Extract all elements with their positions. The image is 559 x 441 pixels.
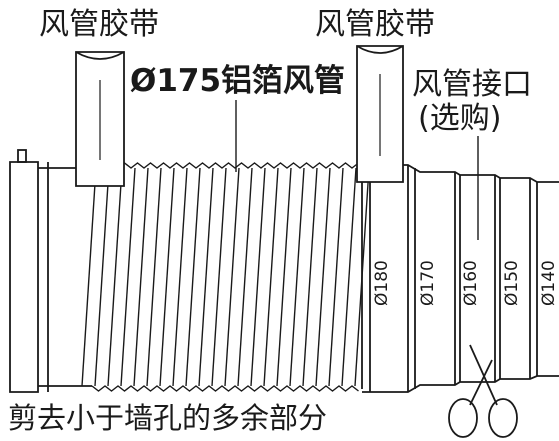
duct-rib	[146, 167, 162, 387]
duct-title: Ø175铝箔风管	[130, 63, 346, 99]
diameter-label-170: Ø170	[418, 260, 438, 306]
duct-bottom-edge	[91, 385, 359, 392]
duct-rib	[107, 167, 123, 387]
duct-top-edge	[91, 162, 359, 169]
duct-rib	[224, 167, 240, 387]
duct-rib	[237, 167, 253, 387]
duct-adapter	[362, 164, 559, 393]
duct-rib	[81, 167, 97, 387]
duct-rib	[263, 167, 279, 387]
duct-rib	[276, 167, 292, 387]
diameter-label-150: Ø150	[502, 260, 522, 306]
duct-rib	[94, 167, 110, 387]
diameter-label-160: Ø160	[461, 260, 481, 306]
duct-rib	[315, 167, 331, 387]
adapter-optional-label: (选购)	[418, 101, 502, 136]
duct-rib	[289, 167, 305, 387]
scissors-icon	[448, 344, 518, 438]
tape-strip-right	[356, 45, 404, 183]
cut-instruction: 剪去小于墙孔的多余部分	[8, 401, 328, 435]
tape-label-left: 风管胶带	[39, 7, 159, 42]
duct-rib	[133, 167, 149, 387]
tape-label-right: 风管胶带	[315, 7, 435, 42]
duct-rib	[159, 167, 175, 387]
duct-rib	[185, 167, 201, 387]
duct-rib	[328, 167, 344, 387]
duct-rib	[250, 167, 266, 387]
duct-rib	[211, 167, 227, 387]
duct-rib	[120, 167, 136, 387]
diameter-label-180: Ø180	[372, 260, 392, 306]
duct-rib	[198, 167, 214, 387]
aluminum-foil-duct	[81, 162, 370, 392]
tape-strip-left	[75, 51, 125, 187]
duct-rib	[341, 167, 357, 387]
diameter-label-140: Ø140	[539, 260, 559, 306]
adapter-label: 风管接口	[412, 67, 532, 102]
duct-rib	[172, 167, 188, 387]
duct-rib	[302, 167, 318, 387]
